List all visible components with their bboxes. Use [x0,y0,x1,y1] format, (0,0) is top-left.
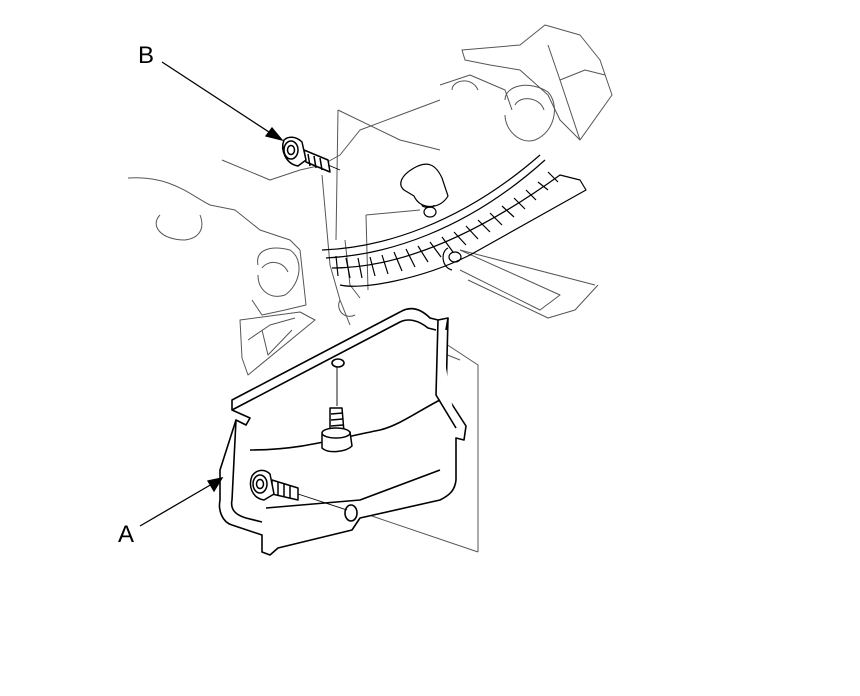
engine-housing-outline [127,24,613,553]
assembly-guide-lines [297,164,348,511]
leader-line-b [161,61,273,135]
bolt-center [321,407,353,453]
callout-label-a: A [118,521,135,548]
leader-line-a [139,483,213,527]
leader-arrowhead-a [206,477,224,493]
leader-arrowhead-b [264,126,284,142]
callout-leaders [139,61,284,527]
bolt-b [282,136,331,173]
ring-gear [321,154,587,287]
callout-label-b: B [138,42,155,69]
bolt-left [249,469,299,501]
